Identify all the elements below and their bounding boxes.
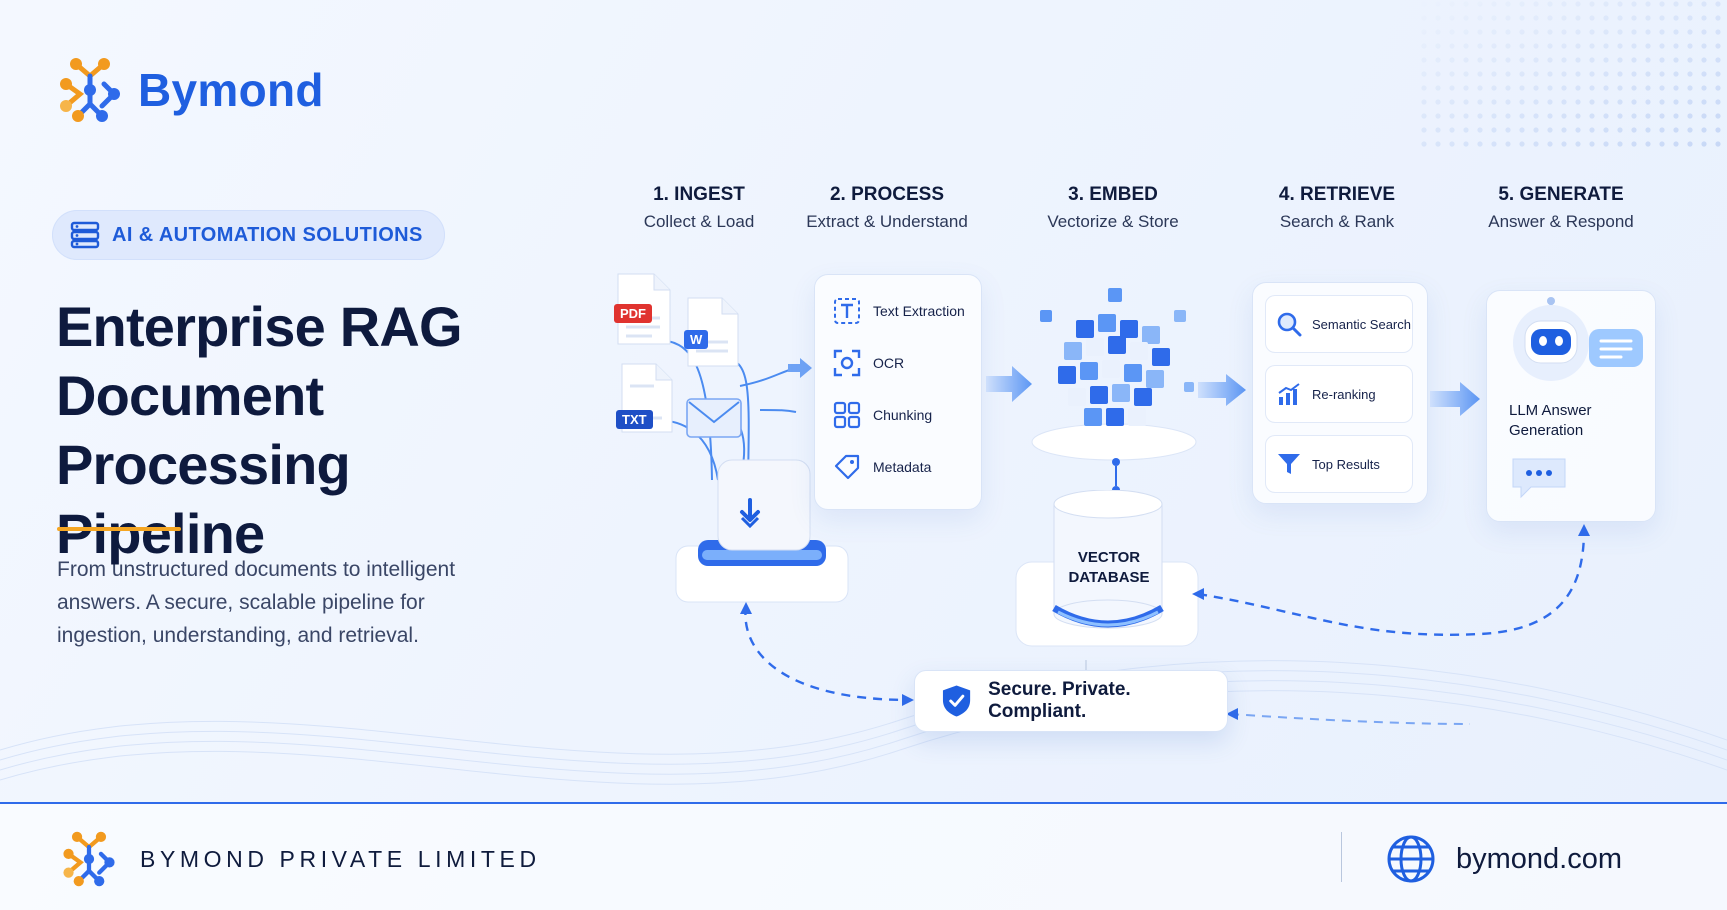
retrieve-step-label: Re-ranking [1312,386,1376,402]
embedding-cube-icon [1031,288,1197,461]
process-step-ocr: OCR [833,349,904,377]
description-text: From unstructured documents to intellige… [57,558,456,647]
process-card: Text Extraction OCR Chunking Metadata [814,274,982,510]
stage-title: 1. INGEST [653,184,745,205]
text-extraction-icon [834,298,860,324]
brand-name: Bymond [138,64,324,116]
title-line-3: Pipeline [56,502,265,565]
generate-card: LLM Answer Generation [1486,290,1656,522]
retrieve-step-re-ranking: Re-ranking [1265,365,1413,423]
funnel-icon [1278,454,1300,474]
wave-decoration [0,660,1727,785]
process-step-label: Metadata [873,459,932,475]
txt-tag: TXT [616,410,653,429]
title-line-1: Enterprise RAG [56,295,463,358]
retrieve-step-label: Top Results [1312,456,1380,472]
secure-compliant-badge: Secure. Private. Compliant. [914,670,1228,732]
arrow-icon [1430,382,1480,416]
word-tag: W [684,330,709,349]
secure-label: Secure. Private. Compliant. [988,679,1131,722]
server-icon [70,221,100,249]
stage-subtitle: Extract & Understand [806,212,968,231]
stage-title: 3. EMBED [1068,184,1158,205]
vector-database-label: VECTOR DATABASE [1054,548,1164,588]
footer-website[interactable]: bymond.com [1386,834,1622,884]
footer-company-name: BYMOND PRIVATE LIMITED [140,845,541,872]
footer-divider-line [0,802,1727,804]
stage-subtitle: Vectorize & Store [1047,212,1179,231]
badge-label: AI & AUTOMATION SOLUTIONS [112,223,423,246]
email-envelope-icon [686,398,742,438]
footer-separator [1341,832,1342,882]
process-step-metadata: Metadata [833,453,931,481]
generate-line-2: Generation [1509,422,1584,439]
chunking-grid-icon [833,401,861,429]
stage-subtitle: Answer & Respond [1488,212,1634,231]
bymond-logo-icon [60,58,120,122]
stage-generate-heading: 5. GENERATE Answer & Respond [1456,184,1666,232]
vector-database-icon [1015,490,1199,647]
stage-process-heading: 2. PROCESS Extract & Understand [782,184,992,232]
arrow-icon [788,358,812,378]
search-icon [1277,312,1302,337]
process-step-chunking: Chunking [833,401,932,429]
website-link[interactable]: bymond.com [1456,842,1623,875]
arrow-icon [986,366,1032,402]
metadata-tag-icon [834,454,860,480]
stage-title: 5. GENERATE [1498,184,1624,205]
chat-bubble-icon [1512,458,1566,499]
bar-chart-icon [1278,383,1300,405]
process-step-label: OCR [873,355,905,371]
generate-label: LLM Answer Generation [1509,401,1592,441]
title-underline [57,527,181,531]
stage-title: 4. RETRIEVE [1278,184,1396,205]
stage-subtitle: Collect & Load [643,212,755,231]
globe-icon [1387,835,1435,883]
retrieve-card: Semantic Search Re-ranking Top Results [1252,282,1428,504]
stage-retrieve-heading: 4. RETRIEVE Search & Rank [1232,184,1442,232]
arrow-icon [1198,374,1246,406]
footer-brand: BYMOND PRIVATE LIMITED [60,828,541,890]
ocr-scan-icon [833,349,861,377]
process-step-label: Text Extraction [873,303,965,319]
ingest-box [675,459,849,603]
retrieve-step-label: Semantic Search [1312,316,1411,332]
feedback-loops [740,524,1590,725]
retrieve-step-top-results: Top Results [1265,435,1413,493]
stage-embed-heading: 3. EMBED Vectorize & Store [1008,184,1218,232]
vector-db-line-1: VECTOR [1077,549,1141,566]
stage-title: 2. PROCESS [829,184,945,205]
ai-robot-icon [1513,297,1643,381]
process-step-label: Chunking [873,407,933,423]
footer-bar [0,804,1727,910]
page-title: Enterprise RAG Document Processing Pipel… [56,292,616,568]
dot-pattern [1420,0,1727,150]
stage-subtitle: Search & Rank [1279,212,1395,231]
title-line-2: Document Processing [56,364,351,496]
brand-header: Bymond [56,54,324,126]
generate-line-1: LLM Answer [1509,402,1592,419]
bymond-logo-icon [63,831,115,887]
shield-check-icon [942,685,971,717]
stage-ingest-heading: 1. INGEST Collect & Load [594,184,804,232]
retrieve-step-semantic-search: Semantic Search [1265,295,1413,353]
vector-db-line-2: DATABASE [1068,569,1150,586]
process-step-text-extraction: Text Extraction [833,297,965,325]
pdf-tag: PDF [614,304,652,323]
solutions-badge: AI & AUTOMATION SOLUTIONS [52,210,445,260]
